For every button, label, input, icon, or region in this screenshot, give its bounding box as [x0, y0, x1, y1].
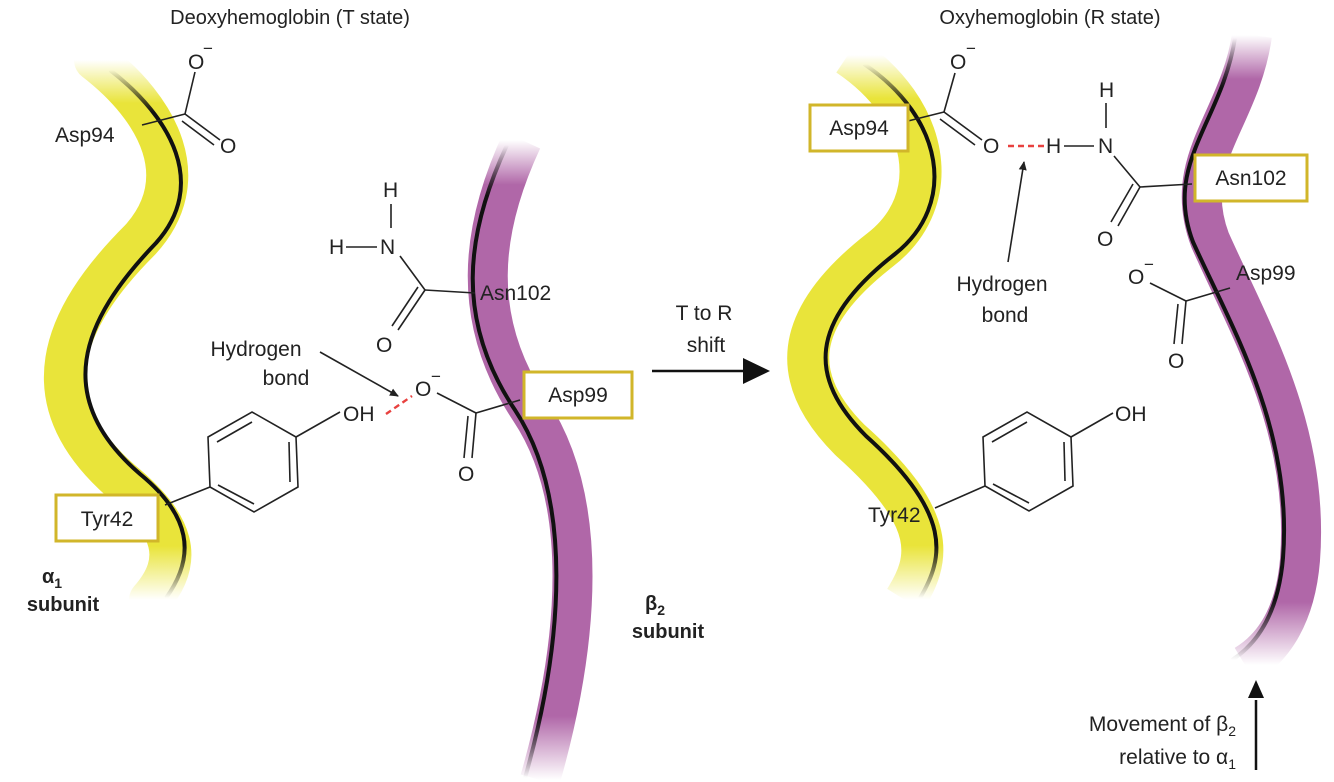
- beta2-movement-indicator: Movement of β2 relative to α1: [1089, 680, 1264, 772]
- beta-subscript: 2: [657, 602, 665, 618]
- asn102-left-label: Asn102: [480, 282, 551, 305]
- asp94-left-o-minus: O: [188, 51, 204, 74]
- atom-h: H: [383, 179, 398, 202]
- atom-h: H: [329, 236, 344, 259]
- hbond-right-label-line2: bond: [982, 304, 1029, 327]
- left-panel-title: Deoxyhemoglobin (T state): [170, 7, 410, 29]
- charge-minus: −: [1144, 255, 1154, 274]
- right-panel-title: Oxyhemoglobin (R state): [939, 7, 1160, 29]
- charge-minus: −: [203, 39, 213, 58]
- tyr42-left-label: Tyr42: [81, 508, 134, 531]
- atom-o: O: [376, 334, 392, 357]
- alpha-subunit-ribbon-right: [787, 37, 944, 612]
- movement-label-line2: relative to α1: [1119, 746, 1236, 772]
- tyr42-left-oh: OH: [343, 403, 375, 426]
- asp94-right-label: Asp94: [829, 117, 889, 140]
- hydrogen-bond-left: [385, 395, 413, 415]
- asp94-left-label: Asp94: [55, 124, 115, 147]
- asp99-left-label: Asp99: [548, 384, 608, 407]
- asp99-right-label: Asp99: [1236, 262, 1296, 285]
- alpha-greek: α: [42, 566, 55, 588]
- movement-line1-text: Movement of β: [1089, 713, 1228, 736]
- atom-o: O: [983, 135, 999, 158]
- beta-subunit-ribbon-left: [467, 131, 593, 782]
- tyr42-left-group: OH Tyr42: [54, 403, 375, 543]
- atom-o-minus: O: [1128, 266, 1144, 289]
- asp99-right-group: O − O Asp99: [1128, 255, 1296, 373]
- atom-h: H: [1046, 135, 1061, 158]
- hydrogen-bond-left-callout: Hydrogen bond: [210, 338, 399, 397]
- atom-n: N: [1098, 135, 1113, 158]
- transition-label-line2: shift: [687, 334, 726, 357]
- t-to-r-transition: T to R shift: [652, 302, 770, 384]
- asp94-right-highlight-box: [808, 103, 910, 153]
- movement-label-line1: Movement of β2: [1089, 713, 1236, 739]
- tyr42-right-label: Tyr42: [868, 504, 921, 527]
- charge-minus: −: [431, 367, 441, 386]
- atom-o: O: [1168, 350, 1184, 373]
- asp99-left-highlight-box: [522, 370, 634, 420]
- svg-text:β2: β2: [645, 593, 665, 618]
- charge-minus: −: [966, 39, 976, 58]
- tyr42-right-oh: OH: [1115, 403, 1147, 426]
- hbond-right-label-line1: Hydrogen: [956, 273, 1047, 296]
- movement-line1-sub: 2: [1228, 723, 1236, 739]
- asp94-left-o: O: [220, 135, 236, 158]
- alpha-subscript: 1: [54, 575, 62, 591]
- atom-o-minus: O: [950, 51, 966, 74]
- tyr42-right-group: OH Tyr42: [868, 403, 1147, 527]
- transition-arrowhead: [743, 358, 770, 384]
- asn102-left-group: H H N O Asn102: [329, 179, 551, 357]
- atom-o-minus: O: [415, 378, 431, 401]
- atom-h: H: [1099, 79, 1114, 102]
- alpha-subunit-word: subunit: [27, 594, 100, 616]
- beta-subunit-ribbon-right: [1181, 31, 1322, 683]
- movement-line2-sub: 1: [1228, 756, 1236, 772]
- asp94-right-group: O − O Asp94: [808, 39, 999, 158]
- alpha1-subunit-label: α1 subunit: [27, 566, 100, 616]
- tyr42-left-highlight-box: [54, 493, 160, 543]
- beta-greek: β: [645, 593, 657, 615]
- beta-subunit-word: subunit: [632, 621, 705, 643]
- movement-line2-text: relative to α: [1119, 746, 1228, 769]
- asp94-left-group: O − O Asp94: [55, 39, 236, 158]
- transition-label-line1: T to R: [676, 302, 733, 325]
- hydrogen-bond-right-callout: Hydrogen bond: [956, 161, 1048, 327]
- alpha-subunit-ribbon-left: [43, 39, 192, 621]
- atom-n: N: [380, 236, 395, 259]
- atom-o: O: [1097, 228, 1113, 251]
- asn102-right-group: H N H O Asn102: [1046, 79, 1309, 251]
- atom-o: O: [458, 463, 474, 486]
- asn102-right-label: Asn102: [1215, 167, 1286, 190]
- beta2-subunit-label: β2 subunit: [632, 593, 705, 643]
- svg-text:α1: α1: [42, 566, 62, 591]
- asn102-right-highlight-box: [1193, 153, 1309, 203]
- asp99-left-group: O − O Asp99: [415, 367, 634, 486]
- hbond-left-label-line1: Hydrogen: [210, 338, 301, 361]
- hbond-left-label-line2: bond: [263, 367, 310, 390]
